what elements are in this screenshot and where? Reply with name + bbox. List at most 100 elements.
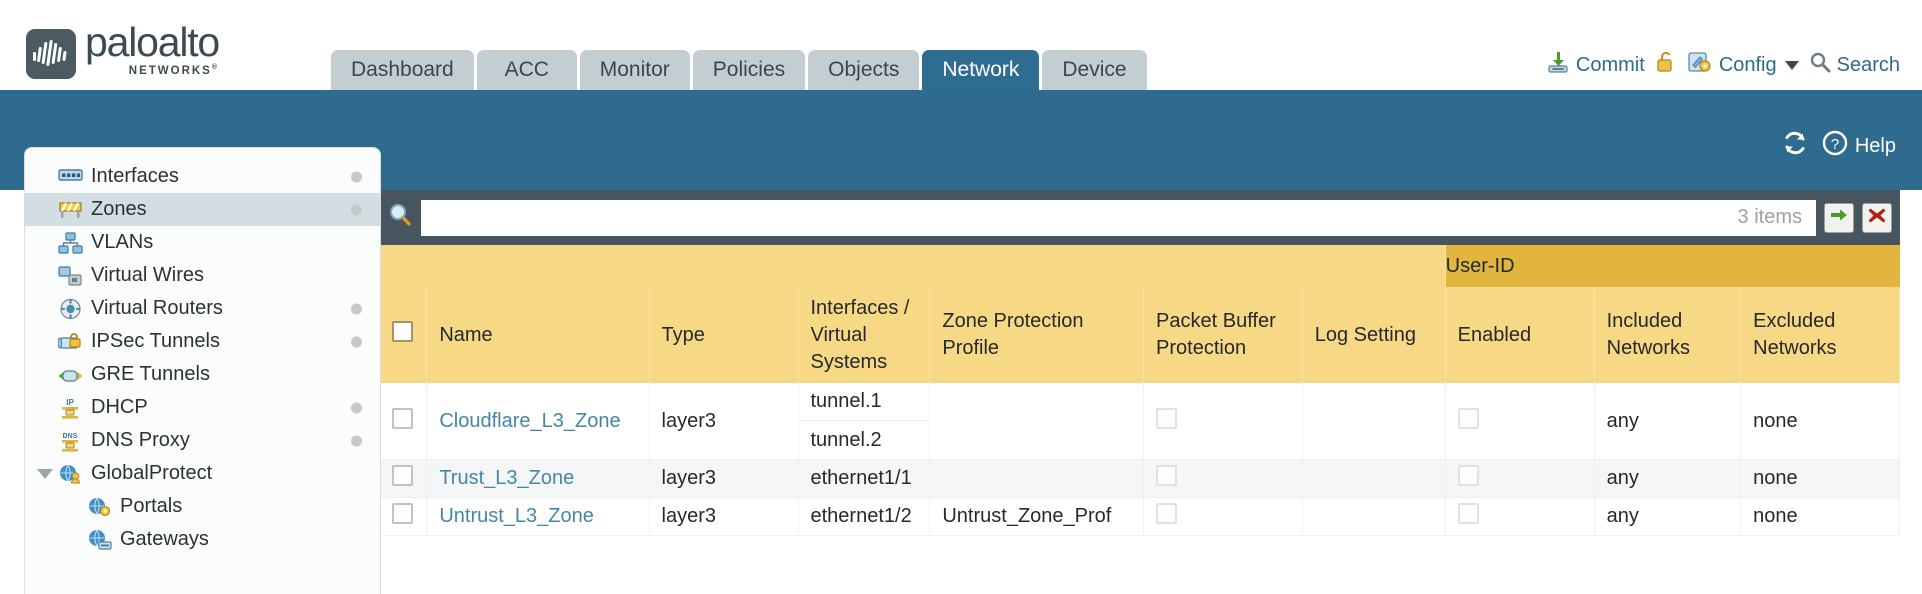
row-select-cell <box>378 459 428 498</box>
sidebar-item-portals[interactable]: Portals <box>25 490 380 523</box>
column-header-type[interactable]: Type <box>649 287 799 383</box>
cell-name: Untrust_L3_Zone <box>426 497 650 536</box>
userid-enabled-checkbox[interactable] <box>1457 503 1479 524</box>
sidebar-item-gateways[interactable]: Gateways <box>25 523 380 556</box>
help-label: Help <box>1854 134 1896 157</box>
cell-excluded-networks: none <box>1740 459 1900 498</box>
sidebar-item-label: Zones <box>91 198 147 220</box>
filter-search-icon[interactable] <box>387 202 413 233</box>
sidebar-item-label: GlobalProtect <box>91 462 213 484</box>
column-header-enabled[interactable]: Enabled <box>1445 287 1595 383</box>
apply-filter-button[interactable] <box>1824 202 1854 233</box>
sidebar-item-gre-tunnels[interactable]: GRE Tunnels <box>25 358 380 391</box>
sidebar-item-globalprotect[interactable]: GlobalProtect <box>25 457 380 490</box>
row-checkbox[interactable] <box>392 465 413 486</box>
column-header-log-setting[interactable]: Log Setting <box>1302 287 1446 383</box>
zones-icon <box>58 199 83 221</box>
packet-buffer-protection-checkbox[interactable] <box>1156 465 1178 486</box>
sidebar-item-label: Gateways <box>120 528 209 550</box>
cell-userid-enabled <box>1445 497 1595 536</box>
refresh-icon[interactable] <box>1782 130 1808 162</box>
userid-enabled-checkbox[interactable] <box>1457 465 1479 486</box>
sidebar-item-virtual-wires[interactable]: Virtual Wires <box>25 259 380 292</box>
gateways-icon <box>87 529 112 551</box>
tab-network[interactable]: Network <box>922 50 1040 90</box>
userid-enabled-checkbox[interactable] <box>1457 407 1479 429</box>
cell-excluded-networks: none <box>1740 497 1900 536</box>
column-header-interfaces-virtual-systems[interactable]: Interfaces / Virtual Systems <box>798 287 931 383</box>
search-icon <box>1809 51 1831 79</box>
column-header-excluded-networks[interactable]: Excluded Networks <box>1740 287 1900 383</box>
chevron-down-icon[interactable] <box>1784 60 1799 70</box>
tab-device[interactable]: Device <box>1042 50 1147 90</box>
select-all-checkbox[interactable] <box>392 320 413 342</box>
filter-bar: 3 items <box>378 190 1900 245</box>
tab-acc[interactable]: ACC <box>476 50 577 90</box>
cell-log-setting <box>1302 383 1446 460</box>
column-header-name[interactable]: Name <box>426 287 650 383</box>
filter-input[interactable]: 3 items <box>421 199 1816 236</box>
cell-excluded-networks: none <box>1740 383 1900 460</box>
table-header-row: Name Type Interfaces / Virtual Systems Z… <box>378 287 1900 383</box>
cell-userid-enabled <box>1445 383 1595 460</box>
tab-policies[interactable]: Policies <box>692 50 806 90</box>
table-row[interactable]: Trust_L3_Zone layer3 ethernet1/1 any non… <box>378 459 1900 498</box>
sidebar-item-dhcp[interactable]: IP DHCP <box>25 391 380 424</box>
cell-zone-protection-profile <box>929 383 1145 460</box>
select-all-header <box>378 287 428 383</box>
svg-text:?: ? <box>1831 136 1839 153</box>
column-header-packet-buffer-protection[interactable]: Packet Buffer Protection <box>1143 287 1303 383</box>
column-header-included-networks[interactable]: Included Networks <box>1594 287 1742 383</box>
tree-collapse-caret-icon[interactable] <box>37 468 53 479</box>
interfaces-icon <box>58 166 83 188</box>
sidebar-item-label: DNS Proxy <box>91 429 190 451</box>
search-button[interactable]: Search <box>1809 51 1900 79</box>
zones-table: User-ID Name Type Interfaces / Virtual S… <box>378 245 1900 536</box>
sidebar-item-virtual-routers[interactable]: Virtual Routers <box>25 292 380 325</box>
sidebar-item-label: Portals <box>120 495 183 517</box>
zone-name-link[interactable]: Trust_L3_Zone <box>439 467 575 489</box>
sidebar-item-label: Virtual Wires <box>91 264 204 286</box>
tab-dashboard[interactable]: Dashboard <box>331 50 474 90</box>
virtual-routers-icon <box>58 298 83 320</box>
main-nav-tabs: Dashboard ACC Monitor Policies Objects N… <box>331 48 1147 90</box>
cell-zone-protection-profile <box>929 459 1145 498</box>
green-arrow-icon <box>1829 206 1849 229</box>
packet-buffer-protection-checkbox[interactable] <box>1156 407 1178 429</box>
status-dot <box>351 336 362 347</box>
row-checkbox[interactable] <box>392 407 413 429</box>
cell-type: layer3 <box>649 459 799 498</box>
tab-objects[interactable]: Objects <box>808 50 920 90</box>
sidebar-item-interfaces[interactable]: Interfaces <box>25 160 380 193</box>
zone-name-link[interactable]: Untrust_L3_Zone <box>439 505 594 527</box>
lock-button[interactable] <box>1655 50 1677 80</box>
interface-item: tunnel.2 <box>810 428 882 451</box>
packet-buffer-protection-checkbox[interactable] <box>1156 503 1178 524</box>
clear-filter-button[interactable] <box>1862 202 1892 233</box>
network-sidebar: Interfaces Zones <box>25 148 380 594</box>
sidebar-item-label: GRE Tunnels <box>91 363 210 385</box>
table-row[interactable]: Untrust_L3_Zone layer3 ethernet1/2 Untru… <box>378 497 1900 536</box>
sidebar-item-vlans[interactable]: VLANs <box>25 226 380 259</box>
sidebar-item-zones[interactable]: Zones <box>25 193 380 226</box>
header-actions: Commit <box>1546 50 1900 80</box>
zone-name-link[interactable]: Cloudflare_L3_Zone <box>439 409 621 432</box>
row-checkbox[interactable] <box>392 503 413 524</box>
cell-interfaces: tunnel.1 tunnel.2 <box>798 383 931 460</box>
cell-included-networks: any <box>1594 497 1742 536</box>
column-header-zone-protection-profile[interactable]: Zone Protection Profile <box>929 287 1145 383</box>
paloalto-logo: paloalto NETWORKS® <box>26 22 220 79</box>
status-dot <box>351 171 362 182</box>
table-group-header-row: User-ID <box>378 245 1900 287</box>
sidebar-item-dns-proxy[interactable]: DNS DNS Proxy <box>25 424 380 457</box>
commit-button[interactable]: Commit <box>1546 50 1645 80</box>
sidebar-item-ipsec-tunnels[interactable]: IPSec Tunnels <box>25 325 380 358</box>
table-row[interactable]: Cloudflare_L3_Zone layer3 tunnel.1 tunne… <box>378 383 1900 460</box>
cell-zone-protection-profile: Untrust_Zone_Prof <box>929 497 1145 536</box>
help-button[interactable]: ? Help <box>1822 130 1896 162</box>
tab-monitor[interactable]: Monitor <box>579 50 690 90</box>
config-button[interactable]: Config <box>1687 50 1799 80</box>
cell-log-setting <box>1302 459 1446 498</box>
row-select-cell <box>378 383 428 460</box>
dhcp-icon: IP <box>58 397 83 419</box>
